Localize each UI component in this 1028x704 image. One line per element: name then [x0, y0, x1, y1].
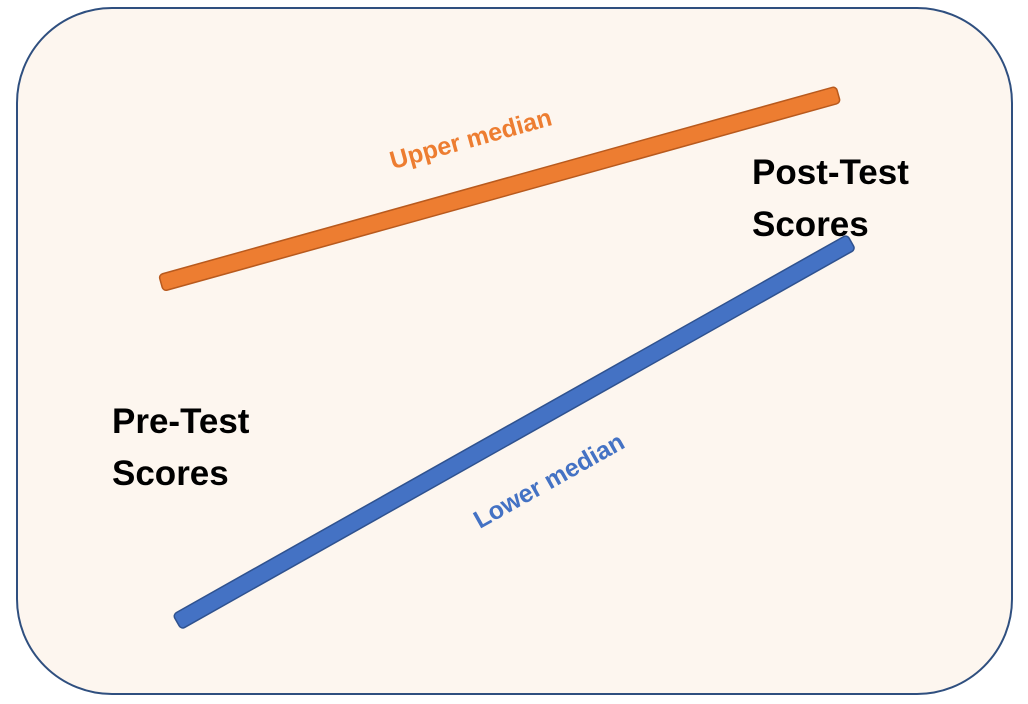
pre-test-label-line2: Scores [112, 454, 229, 493]
pre-test-label-line1: Pre-Test [112, 402, 250, 441]
upper-median-line [158, 86, 841, 292]
post-test-label-line2: Scores [752, 205, 869, 244]
upper-median-label: Upper median [387, 104, 555, 176]
post-test-label-line1: Post-Test [752, 153, 909, 192]
lower-median-line [173, 235, 855, 629]
diagram-panel [16, 7, 1013, 695]
